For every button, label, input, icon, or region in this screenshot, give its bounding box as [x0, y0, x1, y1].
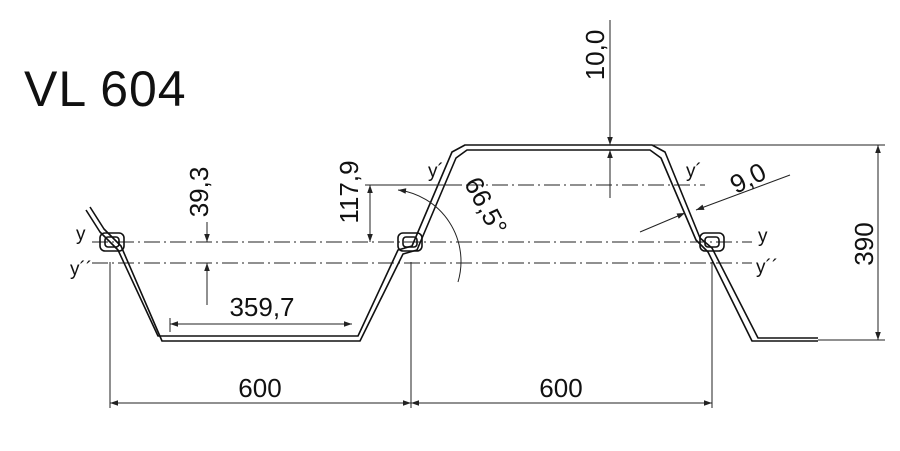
profile-title: VL 604 [24, 61, 187, 117]
width-left-label: 600 [238, 373, 281, 403]
extension-lines [109, 144, 885, 408]
depth-lower-label: 39,3 [184, 167, 214, 218]
axis-y-double-prime-label-left: y´´ [70, 259, 92, 280]
depth-upper-label: 117,9 [334, 160, 364, 223]
flange-thickness-dimension [639, 174, 791, 233]
interlock-right [699, 232, 725, 252]
axis-y-prime-label-right: y´ [686, 161, 702, 182]
angle-dimension [397, 188, 462, 283]
axis-y-label-right: y [758, 226, 768, 247]
axis-y-label-left: y [76, 224, 86, 245]
height-label: 390 [849, 222, 879, 265]
width-right-label: 600 [539, 373, 582, 403]
pile-profile [85, 144, 818, 342]
angle-label: 66,5° [458, 172, 513, 240]
web-thickness-label: 10,0 [580, 30, 610, 81]
axis-y-prime-label-left: y´ [428, 161, 444, 182]
interlock-middle [397, 232, 423, 252]
flange-thickness-label: 9,0 [725, 156, 771, 199]
flange-width-label: 359,7 [229, 292, 294, 322]
flange-width-dimension [169, 318, 352, 332]
axis-y-double-prime-label-right: y´´ [756, 257, 778, 278]
interlock-left [99, 232, 125, 252]
